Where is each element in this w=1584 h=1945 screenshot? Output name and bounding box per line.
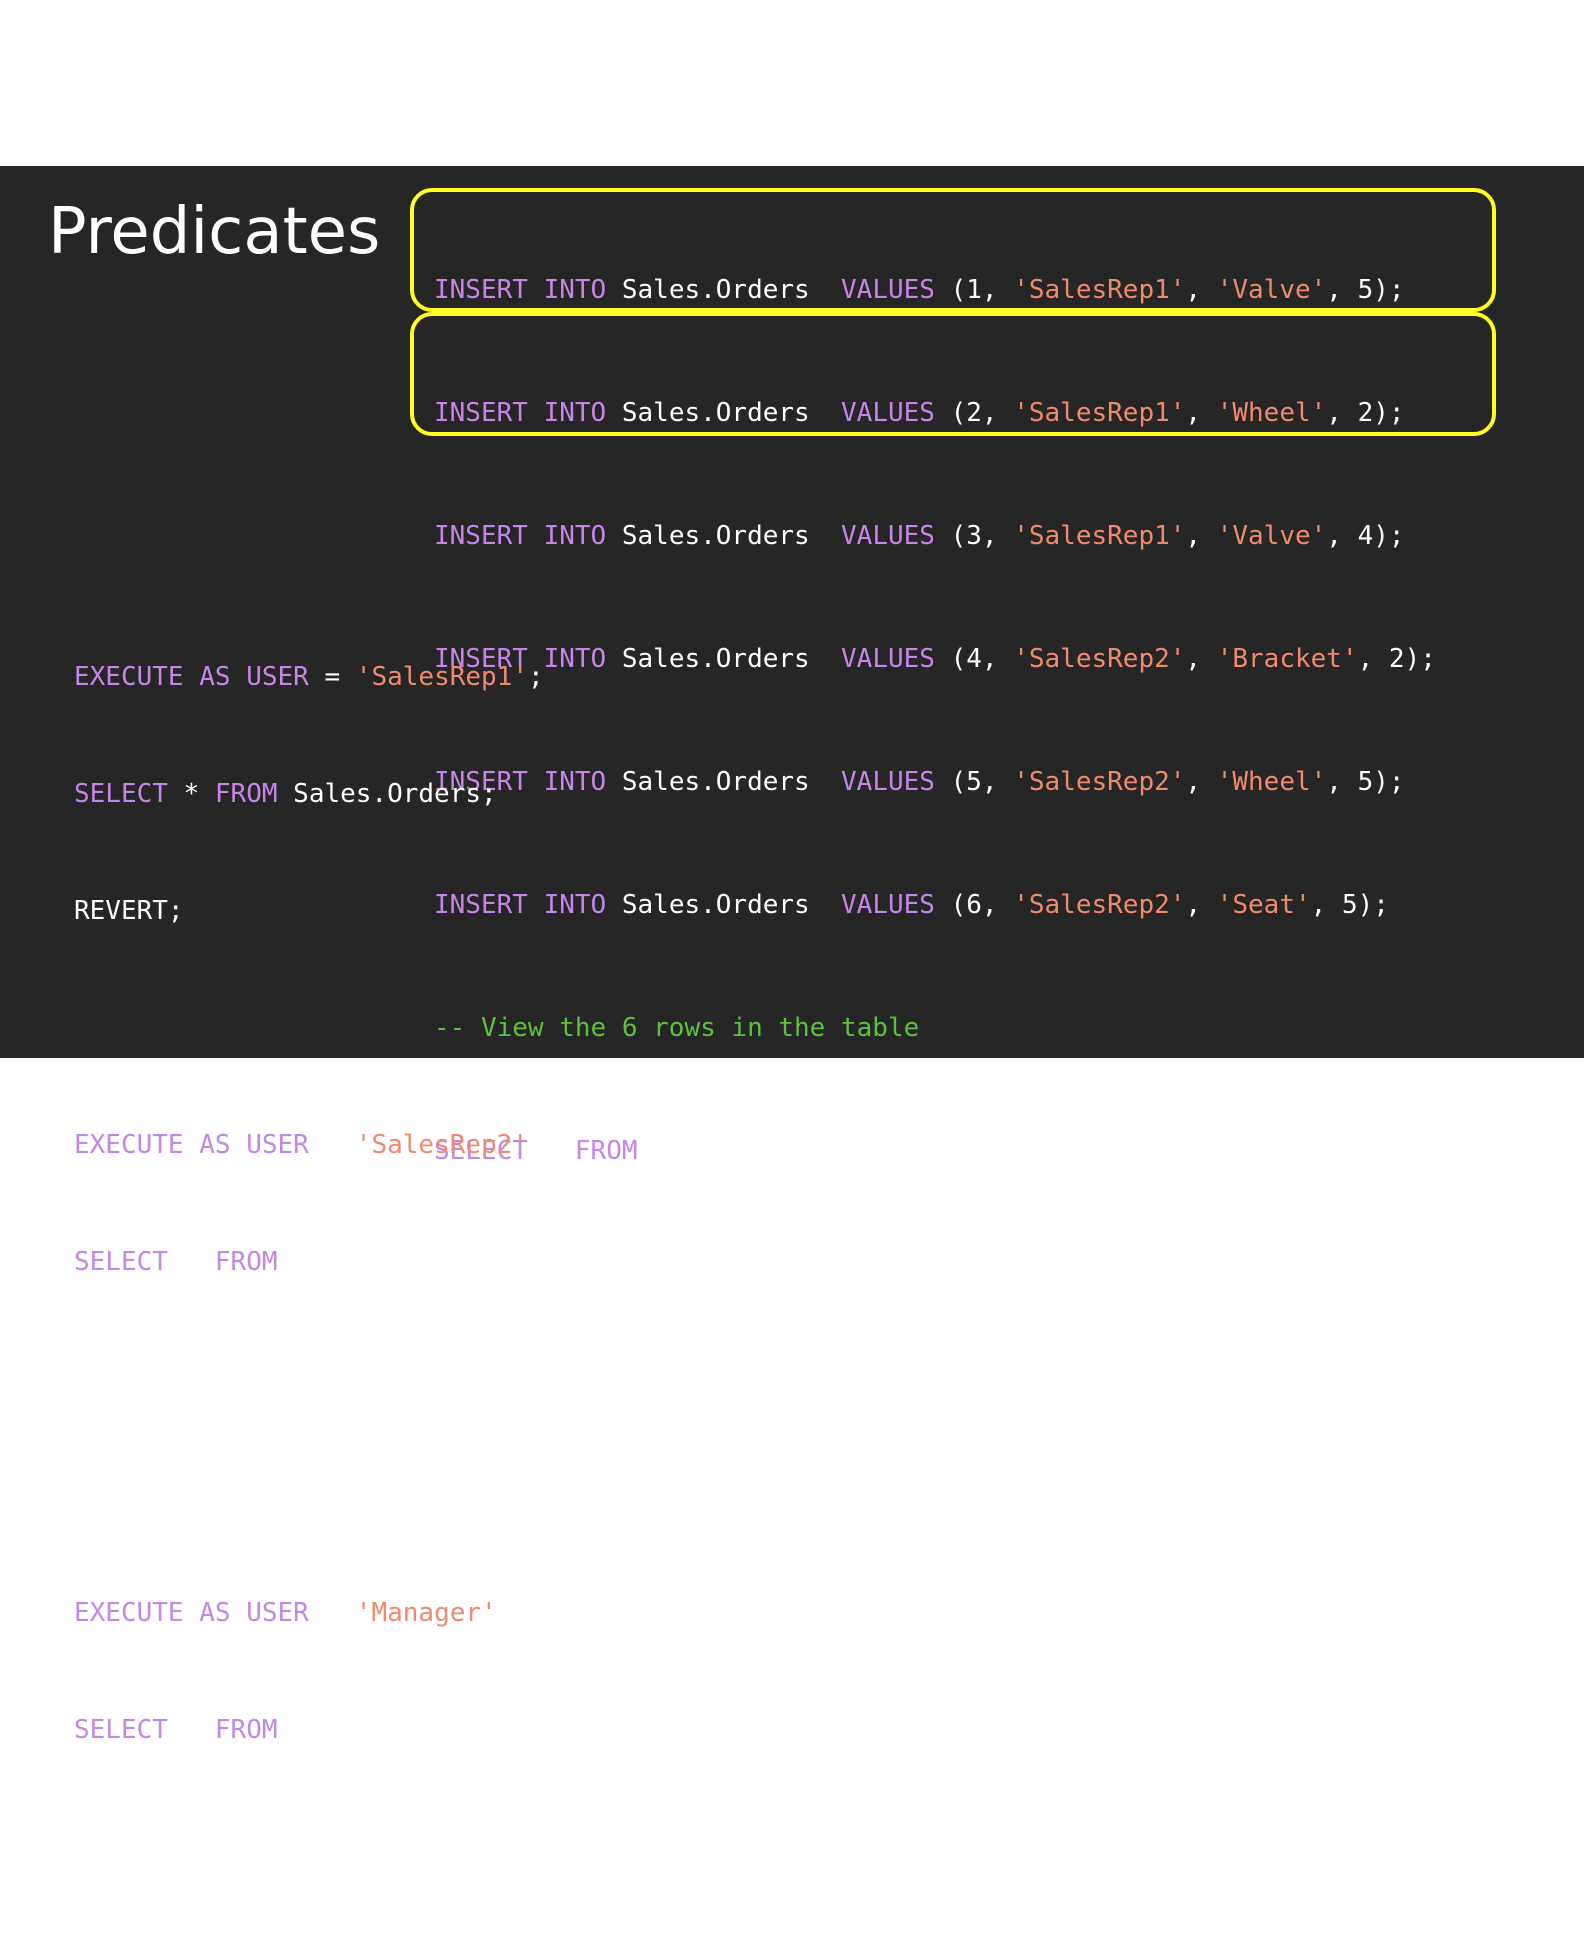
code-line-select-salesrep1: SELECT * FROM Sales.Orders;	[74, 779, 497, 809]
code-line-insert-4: INSERT INTO Sales.Orders VALUES (4, 'Sal…	[434, 644, 1436, 674]
code-line-select-all: SELECT * FROM Sales.Orders;	[434, 1136, 857, 1166]
code-line-insert-5: INSERT INTO Sales.Orders VALUES (5, 'Sal…	[434, 767, 1405, 797]
code-line-insert-6: INSERT INTO Sales.Orders VALUES (6, 'Sal…	[434, 890, 1389, 920]
execute-code-block: EXECUTE AS USER = 'SalesRep1'; SELECT * …	[74, 580, 544, 1945]
code-line-insert-3: INSERT INTO Sales.Orders VALUES (3, 'Sal…	[434, 521, 1405, 551]
slide: Predicates INSERT INTO Sales.Orders VALU…	[0, 166, 1584, 1862]
code-line-revert-1: REVERT;	[74, 896, 184, 926]
code-line-execute-as-salesrep1: EXECUTE AS USER = 'SalesRep1';	[74, 662, 544, 692]
code-line-insert-1: INSERT INTO Sales.Orders VALUES (1, 'Sal…	[434, 275, 1405, 305]
highlight-box-salesrep2	[410, 312, 1496, 436]
code-line-revert-3: REVERT;	[74, 1832, 184, 1862]
code-line-select-salesrep2: SELECT * FROM Sales.Orders;	[74, 1247, 497, 1277]
insert-code-block: INSERT INTO Sales.Orders VALUES (1, 'Sal…	[434, 188, 1436, 1254]
code-line-select-manager: SELECT * FROM Sales.Orders;	[74, 1715, 497, 1745]
code-line-revert-2: REVERT;	[74, 1364, 184, 1394]
slide-title: Predicates	[48, 195, 381, 269]
code-comment: -- View the 6 rows in the table	[434, 1013, 920, 1043]
code-line-insert-2: INSERT INTO Sales.Orders VALUES (2, 'Sal…	[434, 398, 1405, 428]
highlight-box-salesrep1	[410, 188, 1496, 312]
code-line-execute-as-manager: EXECUTE AS USER = 'Manager';	[74, 1598, 513, 1628]
code-line-execute-as-salesrep2: EXECUTE AS USER = 'SalesRep2';	[74, 1130, 544, 1160]
